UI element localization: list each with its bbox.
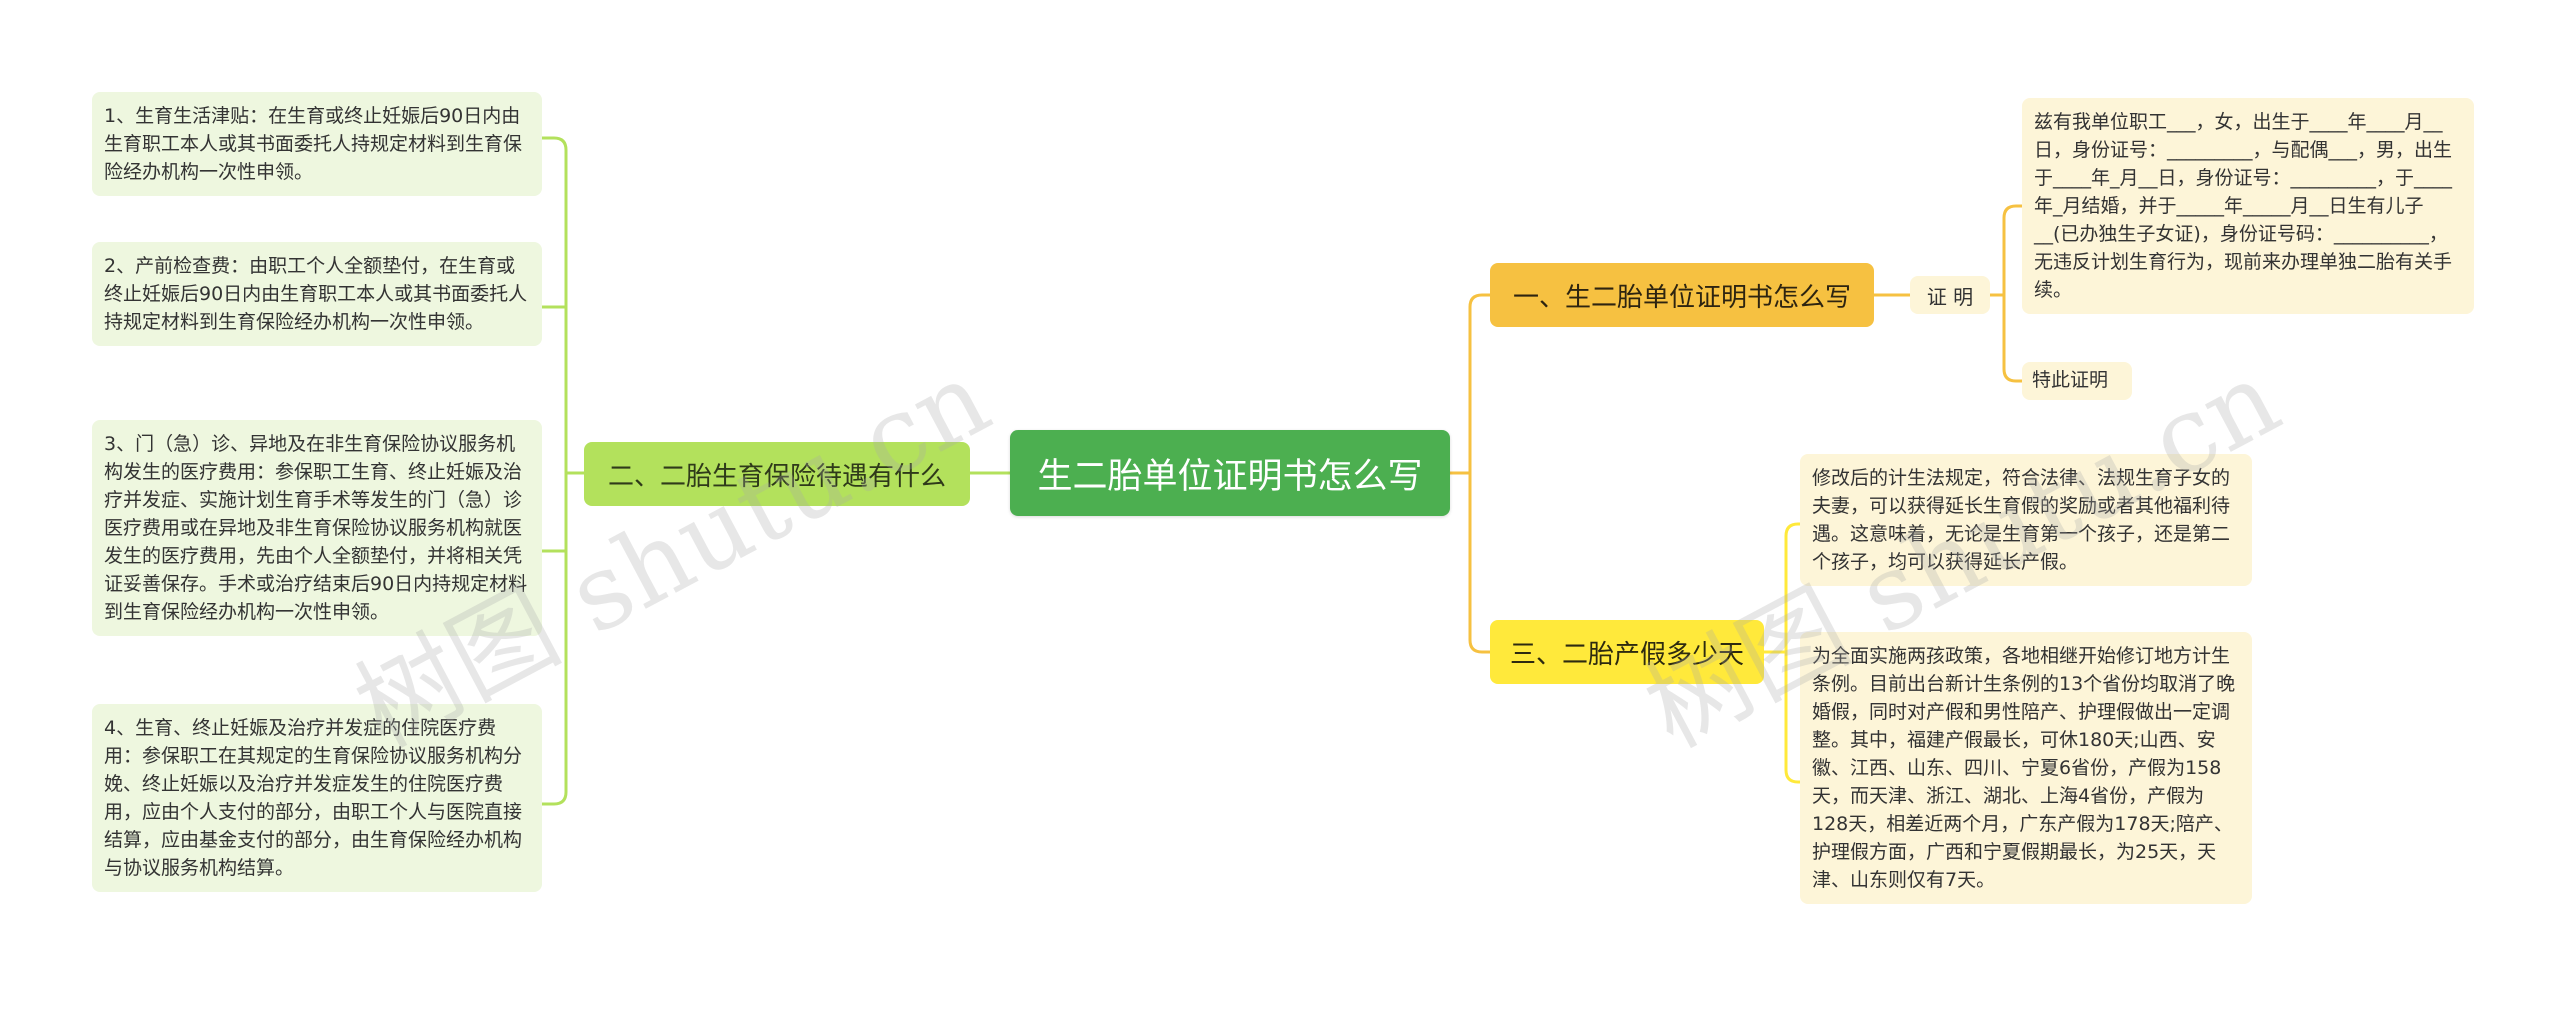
link-middle-items: [1990, 204, 2022, 383]
leaf-text: 修改后的计生法规定，符合法律、法规生育子女的夫妻，可以获得延长生育假的奖励或者其…: [1812, 467, 2231, 573]
branch-label: 二、二胎生育保险待遇有什么: [607, 461, 946, 492]
leaf-text: 特此证明: [2032, 369, 2109, 391]
leaf-item[interactable]: 4、生育、终止妊娠及治疗并发症的住院医疗费用：参保职工在其规定的生育保险协议服务…: [92, 704, 542, 892]
branch-insurance-benefits[interactable]: 二、二胎生育保险待遇有什么: [584, 442, 970, 506]
branch-certificate-writing[interactable]: 一、生二胎单位证明书怎么写: [1490, 263, 1874, 327]
leaf-text: 兹有我单位职工___，女，出生于____年____月__日，身份证号：_____…: [2034, 111, 2453, 301]
root-label: 生二胎单位证明书怎么写: [1037, 456, 1423, 497]
leaf-item[interactable]: 修改后的计生法规定，符合法律、法规生育子女的夫妻，可以获得延长生育假的奖励或者其…: [1800, 454, 2252, 586]
branch-label: 三、二胎产假多少天: [1509, 639, 1744, 670]
link-root-right: [1450, 293, 1490, 654]
leaf-text: 3、门（急）诊、异地及在非生育保险协议服务机构发生的医疗费用：参保职工生育、终止…: [104, 433, 528, 623]
branch-maternity-leave[interactable]: 三、二胎产假多少天: [1490, 620, 1764, 684]
leaf-item[interactable]: 为全面实施两孩政策，各地相继开始修订地方计生条例。目前出台新计生条例的13个省份…: [1800, 632, 2252, 904]
link-r2-items: [1764, 522, 1800, 784]
certificate-label: 证 明: [1926, 284, 1974, 309]
leaf-item[interactable]: 特此证明: [2022, 362, 2132, 400]
leaf-text: 1、生育生活津贴：在生育或终止妊娠后90日内由生育职工本人或其书面委托人持规定材…: [104, 105, 523, 183]
leaf-text: 为全面实施两孩政策，各地相继开始修订地方计生条例。目前出台新计生条例的13个省份…: [1812, 645, 2236, 891]
leaf-item[interactable]: 2、产前检查费：由职工个人全额垫付，在生育或终止妊娠后90日内由生育职工本人或其…: [92, 242, 542, 346]
link-left-items: [542, 136, 584, 806]
leaf-text: 2、产前检查费：由职工个人全额垫付，在生育或终止妊娠后90日内由生育职工本人或其…: [104, 255, 528, 333]
leaf-item[interactable]: 3、门（急）诊、异地及在非生育保险协议服务机构发生的医疗费用：参保职工生育、终止…: [92, 420, 542, 636]
certificate-node[interactable]: 证 明: [1910, 276, 1990, 314]
branch-label: 一、生二胎单位证明书怎么写: [1512, 282, 1851, 313]
leaf-item[interactable]: 1、生育生活津贴：在生育或终止妊娠后90日内由生育职工本人或其书面委托人持规定材…: [92, 92, 542, 196]
leaf-text: 4、生育、终止妊娠及治疗并发症的住院医疗费用：参保职工在其规定的生育保险协议服务…: [104, 717, 523, 879]
root-node[interactable]: 生二胎单位证明书怎么写: [1010, 430, 1450, 516]
leaf-item[interactable]: 兹有我单位职工___，女，出生于____年____月__日，身份证号：_____…: [2022, 98, 2474, 314]
